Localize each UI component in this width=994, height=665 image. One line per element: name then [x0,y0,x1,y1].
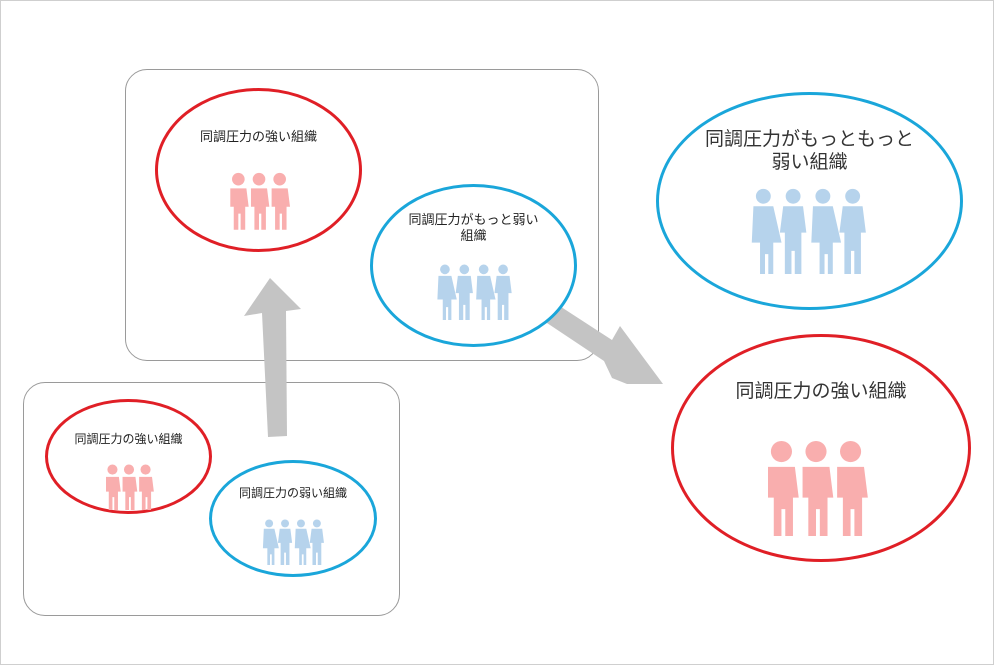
middle-weak-label-line1: 同調圧力がもっと弱い [408,213,539,228]
large-strong-label: 同調圧力の強い組織 [735,380,907,402]
small-weak-ellipse [209,460,377,577]
middle-strong-people-icon [228,172,290,230]
large-strong-people-icon [764,440,868,536]
large-weak-label-line1: 同調圧力がもっともっと [704,128,914,150]
large-weak-label-line2: 弱い組織 [771,150,848,173]
small-strong-people-icon [104,464,154,510]
arrow-up-icon [244,278,301,437]
middle-weak-ellipse [370,184,577,347]
small-weak-label: 同調圧力の弱い組織 [238,486,347,500]
small-strong-label: 同調圧力の強い組織 [74,432,183,446]
middle-weak-label: 同調圧力がもっと弱い 組織 [370,213,577,244]
middle-weak-people-icon [434,264,514,320]
large-weak-label: 同調圧力がもっともっと 弱い組織 [656,128,963,174]
large-weak-people-icon [746,188,870,274]
middle-weak-label-line2: 組織 [460,228,487,244]
large-weak-ellipse [656,92,963,310]
small-weak-people-icon [261,519,325,565]
arrow-right-icon [523,290,663,384]
middle-strong-label: 同調圧力の強い組織 [199,130,317,145]
